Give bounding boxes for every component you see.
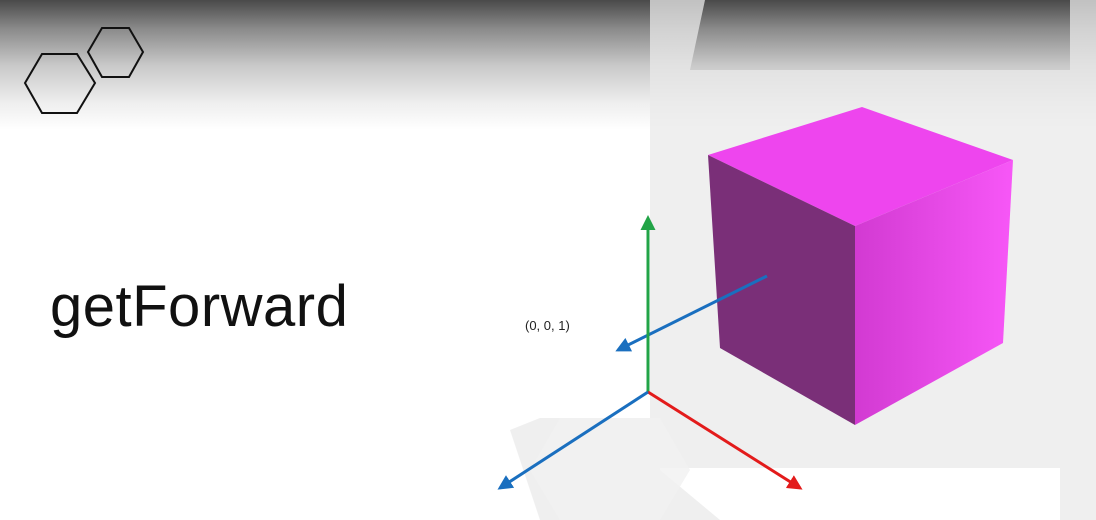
z-axis-arrow bbox=[497, 390, 649, 490]
cube-top-face bbox=[708, 107, 1013, 226]
forward-vector-label: (0, 0, 1) bbox=[525, 318, 570, 333]
hexagon-logo-icon bbox=[23, 27, 145, 114]
forward-vector-arrow bbox=[615, 274, 768, 352]
cube bbox=[708, 107, 1013, 425]
cube-side-face bbox=[855, 160, 1013, 425]
x-axis-arrow bbox=[647, 390, 803, 490]
slide-title: getForward bbox=[50, 274, 349, 339]
cube-front-face bbox=[708, 155, 855, 425]
background-hexagon-watermark-light bbox=[530, 418, 690, 520]
